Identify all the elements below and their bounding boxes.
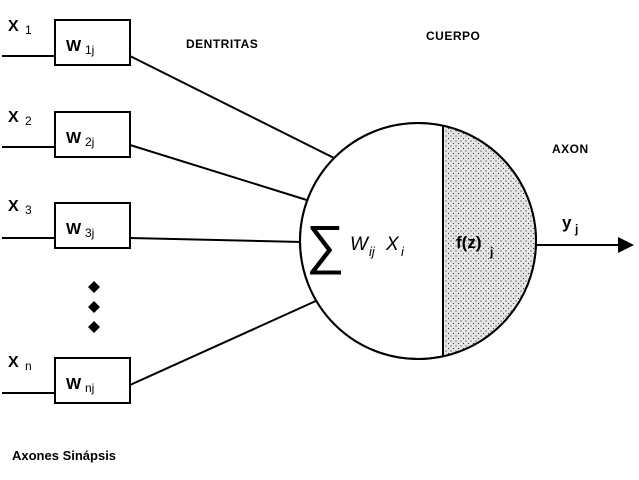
sum-expression: ∑ W ij X i <box>306 215 405 275</box>
soma-circle-outline <box>299 122 537 360</box>
input-label-3-main: X <box>8 198 19 215</box>
input-label-2: X 2 <box>8 109 32 128</box>
input-label-2-sub: 2 <box>25 114 32 128</box>
weight-label-3: W 3j <box>66 221 94 240</box>
dentritas-label: DENTRITAS <box>186 37 258 51</box>
weight-label-3-sub: 3j <box>85 226 94 240</box>
weight-box-2 <box>54 111 131 158</box>
sigma-symbol: ∑ <box>306 215 345 275</box>
axon-label: AXON <box>552 142 589 156</box>
weight-label-n-main: W <box>66 376 82 393</box>
output-y: y <box>562 213 572 232</box>
activation-label: f(z) j <box>456 233 493 259</box>
weight-label-1: W 1j <box>66 38 94 57</box>
activation-region <box>443 126 535 356</box>
weight-boxes <box>54 19 131 404</box>
axon-arrowhead-icon <box>618 237 634 253</box>
weight-label-n-sub: nj <box>85 381 94 395</box>
input-label-1-sub: 1 <box>25 23 32 37</box>
activation-fz-sub: j <box>489 245 493 259</box>
weight-box-3 <box>54 202 131 249</box>
ellipsis-dots <box>88 281 100 333</box>
ellipsis-dot-1 <box>88 281 100 293</box>
input-label-n-sub: n <box>25 359 32 373</box>
ellipsis-dot-3 <box>88 321 100 333</box>
weight-label-n: W nj <box>66 376 94 395</box>
input-label-n: X n <box>8 354 32 373</box>
sum-w-sub: ij <box>369 244 376 259</box>
input-label-3: X 3 <box>8 198 32 217</box>
cuerpo-label: CUERPO <box>426 29 480 43</box>
dendrite-line-2 <box>129 144 311 202</box>
axon-output <box>535 237 634 253</box>
sum-x: X <box>385 234 400 255</box>
activation-fz: f(z) <box>456 233 481 252</box>
input-label-3-sub: 3 <box>25 203 32 217</box>
connector-lines <box>2 55 339 394</box>
input-label-n-main: X <box>8 354 19 371</box>
weight-label-2: W 2j <box>66 130 94 149</box>
weight-box-1 <box>54 19 131 66</box>
sum-x-sub: i <box>401 244 405 259</box>
dendrite-line-3 <box>129 237 303 243</box>
footer-caption: Axones Sinápsis <box>12 448 116 463</box>
input-label-2-main: X <box>8 109 19 126</box>
input-label-1: X 1 <box>8 18 32 37</box>
weight-label-2-sub: 2j <box>85 135 94 149</box>
dendrite-line-n <box>129 299 319 386</box>
weight-label-2-main: W <box>66 130 82 147</box>
weight-box-n <box>54 357 131 404</box>
sum-w: W <box>350 234 370 255</box>
dendrite-line-1 <box>129 55 339 161</box>
output-label: y j <box>562 213 578 236</box>
output-y-sub: j <box>574 222 578 236</box>
weight-label-3-main: W <box>66 221 82 238</box>
input-label-1-main: X <box>8 18 19 35</box>
weight-label-1-sub: 1j <box>85 43 94 57</box>
weight-label-1-main: W <box>66 38 82 55</box>
ellipsis-dot-2 <box>88 301 100 313</box>
